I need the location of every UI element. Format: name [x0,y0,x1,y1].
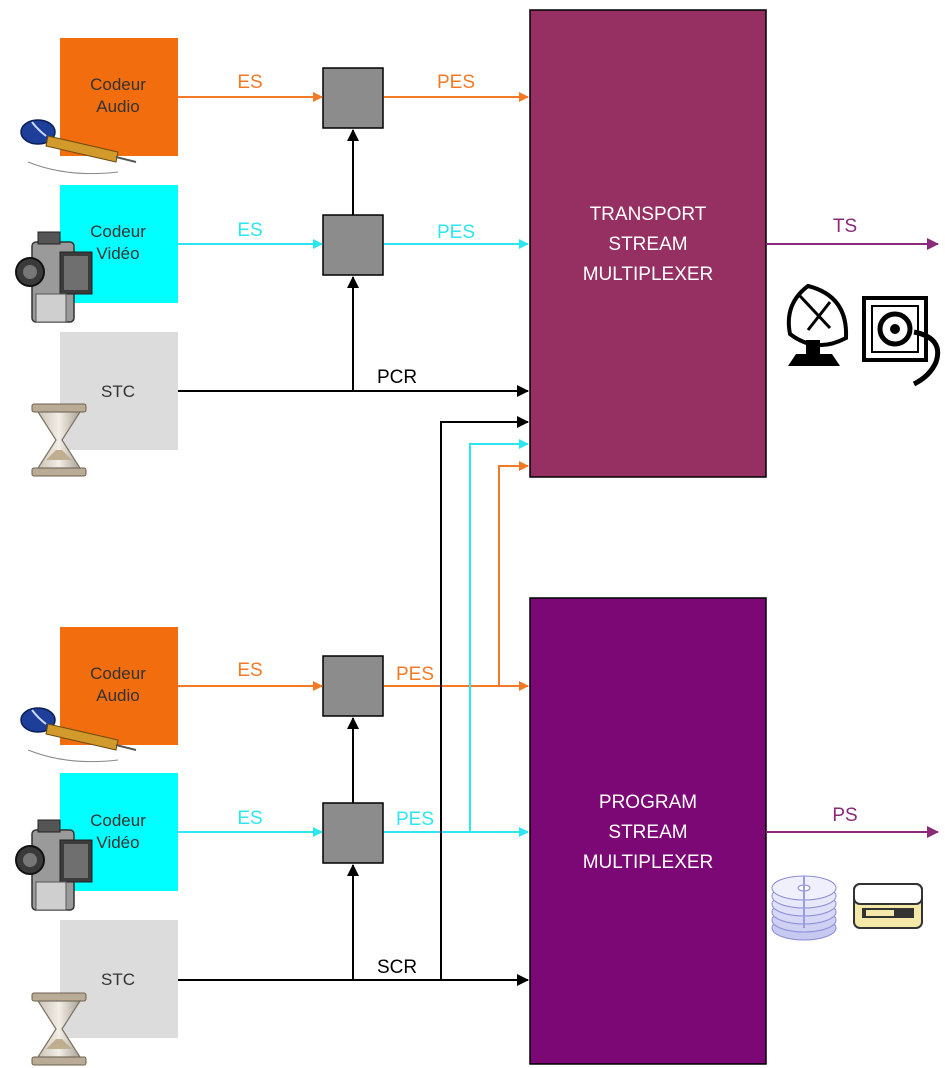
label-line: Codeur [90,664,146,683]
cable-connector-icon [864,298,938,384]
ps-stc-label: STC [101,970,135,989]
label-line: MULTIPLEXER [583,264,714,285]
ps-video-es-label: ES [237,808,262,829]
ps-video-packetizer [323,803,383,863]
ps-video-pes-label: PES [396,809,434,830]
ps-audio-es-label: ES [237,660,262,681]
label-line: Codeur [90,75,146,94]
ts-audio-es-label: ES [237,72,262,93]
label-line: Codeur [90,222,146,241]
label-line: STREAM [608,234,687,255]
label-line: MULTIPLEXER [583,852,714,873]
label-line: Vidéo [96,244,139,263]
ts-audio-pes-label: PES [437,72,475,93]
ts-video-es-label: ES [237,220,262,241]
disc-drive-icon [854,884,922,928]
ts-stc-label: STC [101,382,135,401]
audio-pes-feed-to-ts-arrow [499,466,528,686]
label-line: STREAM [608,822,687,843]
scr-feed-to-ts-arrow [441,422,528,980]
disc-stack-icon [772,876,836,940]
label-line: PROGRAM [599,792,697,813]
ps-audio-packetizer [323,656,383,716]
ts-pcr-label: PCR [377,367,417,388]
label-line: Vidéo [96,833,139,852]
ps-scr-label: SCR [377,957,417,978]
label-line: Audio [96,97,139,116]
satellite-dish-icon [788,286,846,366]
ps-output-label: PS [832,805,857,826]
label-line: Audio [96,686,139,705]
label-line: TRANSPORT [590,204,707,225]
ts-video-packetizer [323,215,383,275]
ps-audio-pes-label: PES [396,664,434,685]
ts-video-pes-label: PES [437,222,475,243]
ts-audio-packetizer [323,68,383,128]
label-line: Codeur [90,811,146,830]
ts-output-label: TS [833,216,857,237]
